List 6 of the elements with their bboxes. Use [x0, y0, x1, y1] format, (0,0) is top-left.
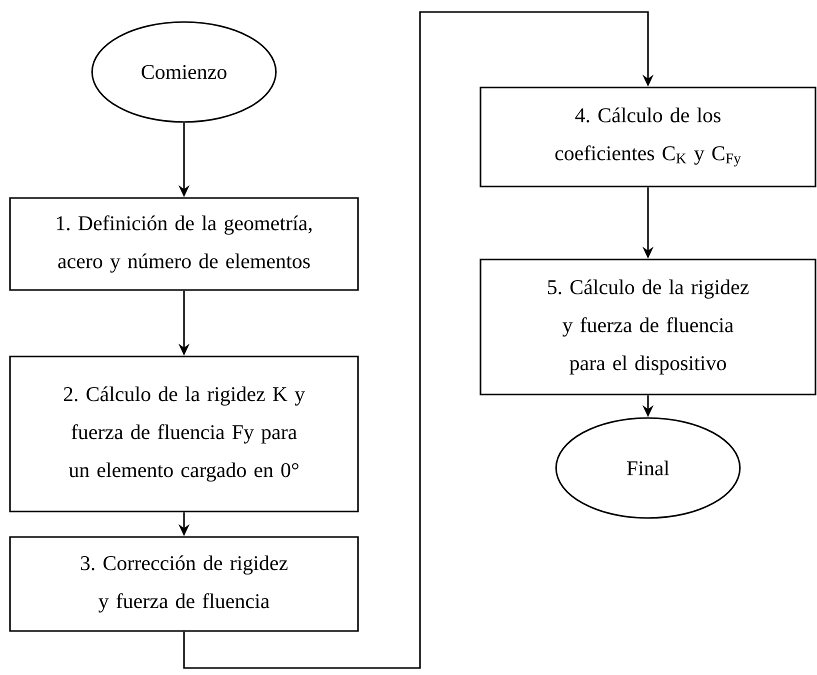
arrow: [183, 11, 654, 669]
process-box: 5. Cálculo de la rigidez y fuerza de fluencia para el dispositivo: [480, 258, 816, 396]
process-box: 3. Corrección de rigidez y fuerza de fluencia: [9, 536, 359, 632]
process-box: 2. Cálculo de la rigidez K y fuerza de fluencia Fy para un elemento cargado en 0°: [9, 356, 359, 512]
process-box: 4. Cálculo de los coeficientes C$_{K}$ y C$_{Fy}$: [480, 86, 816, 188]
process-box: 1. Definición de la geometría, acero y número de elementos: [9, 197, 359, 291]
